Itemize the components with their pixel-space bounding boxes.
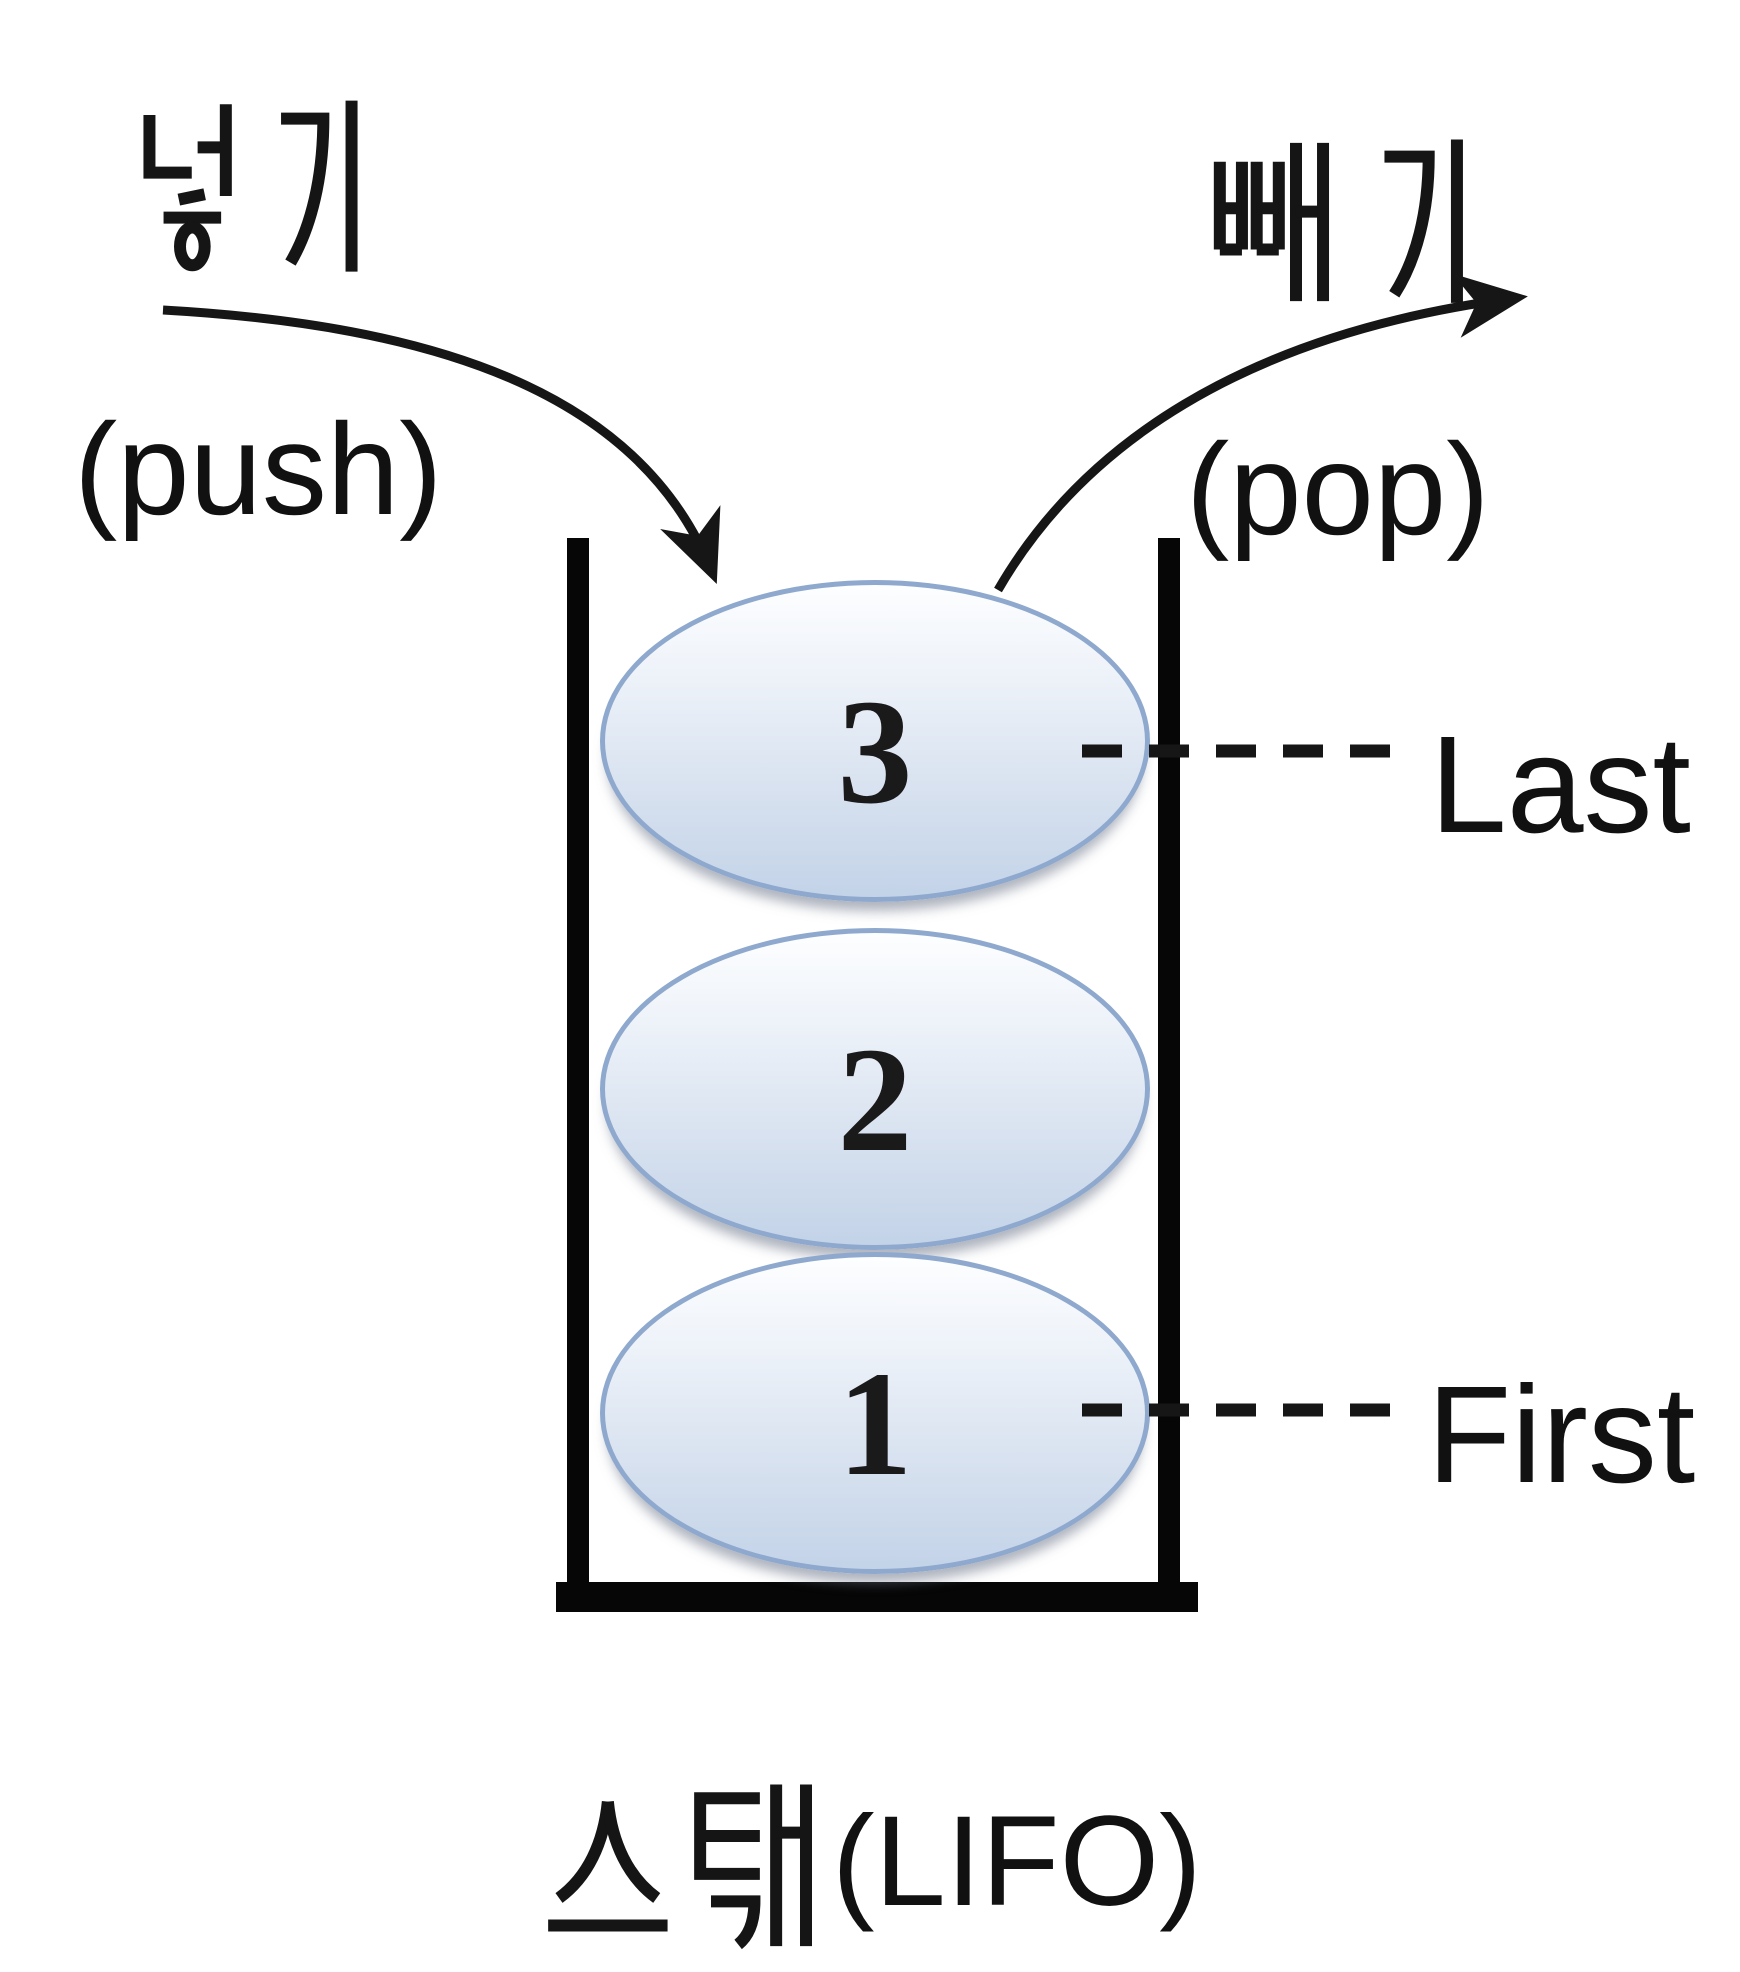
stack-item-2: 2 <box>600 928 1150 1250</box>
stack-item-1-value: 1 <box>837 1341 913 1507</box>
stack-item-2-value: 2 <box>837 1017 913 1183</box>
push-korean-label <box>133 97 368 277</box>
stack-item-3: 3 <box>600 580 1150 902</box>
push-latin-label: (push) <box>74 396 443 542</box>
title-korean <box>540 1781 825 1953</box>
first-pointer-label: First <box>1427 1358 1696 1512</box>
title-latin: (LIFO) <box>832 1790 1202 1933</box>
stack-container-right-wall <box>1158 538 1180 1612</box>
stack-item-1: 1 <box>600 1252 1150 1574</box>
stack-container-bottom <box>556 1582 1198 1612</box>
stack-container-left-wall <box>567 538 589 1612</box>
stack-item-3-value: 3 <box>837 669 913 835</box>
last-pointer-label: Last <box>1430 708 1691 862</box>
pop-latin-label: (pop) <box>1186 416 1490 562</box>
pop-korean-label <box>1210 136 1468 308</box>
